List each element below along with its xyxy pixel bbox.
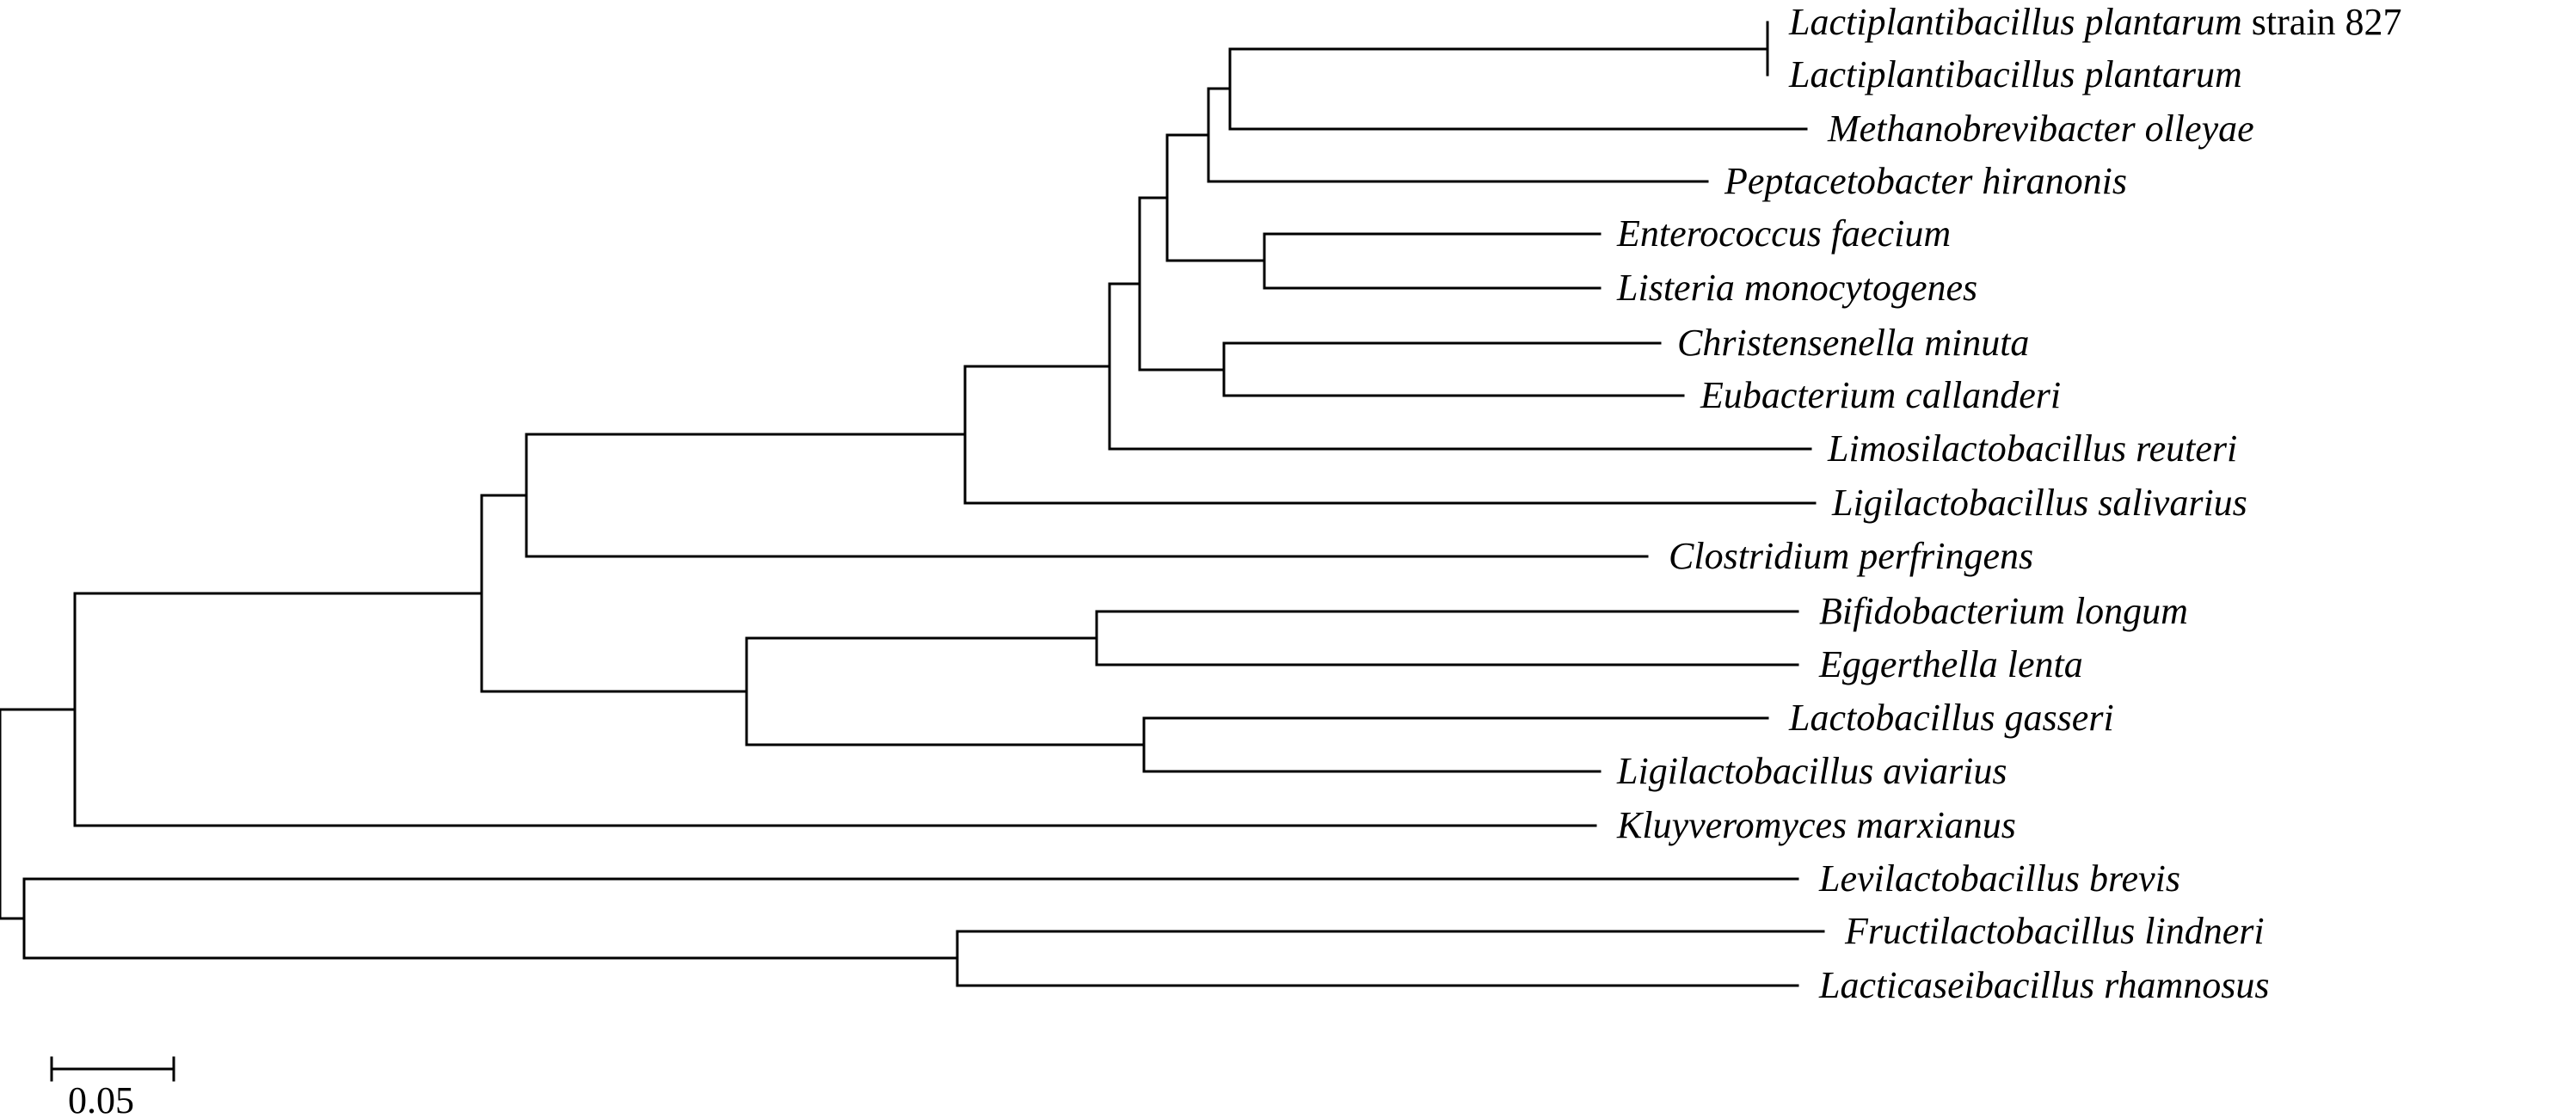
taxon-name: Clostridium perfringens (1669, 535, 2033, 577)
taxon-label-t14: Lactobacillus gasseri (1788, 697, 2114, 739)
taxon-name: Enterococcus faecium (1616, 212, 1951, 255)
taxon-label-t11: Clostridium perfringens (1669, 535, 2033, 577)
taxon-name: Limosilactobacillus reuteri (1827, 427, 2237, 470)
taxon-name: Ligilactobacillus salivarius (1831, 482, 2247, 524)
taxon-name: Lactobacillus gasseri (1788, 697, 2114, 739)
taxon-name: Christensenella minuta (1677, 322, 2029, 364)
taxon-label-t15: Ligilactobacillus aviarius (1616, 750, 2007, 792)
taxon-label-t2: Lactiplantibacillus plantarum (1788, 53, 2242, 95)
taxon-labels: Lactiplantibacillus plantarum strain 827… (1616, 1, 2402, 1006)
taxon-name: Lactiplantibacillus plantarum (1788, 53, 2242, 95)
scale-bar: 0.05 (50, 1056, 175, 1118)
tree-branches (0, 21, 1825, 987)
taxon-label-t12: Bifidobacterium longum (1819, 590, 2188, 632)
taxon-name: Methanobrevibacter olleyae (1827, 108, 2254, 150)
taxon-label-t4: Peptacetobacter hiranonis (1724, 160, 2127, 202)
taxon-label-t13: Eggerthella lenta (1818, 643, 2083, 685)
taxon-name: Lactiplantibacillus plantarum (1788, 1, 2242, 43)
taxon-label-t16: Kluyveromyces marxianus (1616, 804, 2016, 846)
taxon-name: Fructilactobacillus lindneri (1844, 910, 2265, 952)
taxon-label-t8: Eubacterium callanderi (1700, 374, 2061, 416)
taxon-label-t5: Enterococcus faecium (1616, 212, 1951, 255)
taxon-label-t17: Levilactobacillus brevis (1818, 857, 2180, 900)
taxon-name: Peptacetobacter hiranonis (1724, 160, 2127, 202)
taxon-label-t9: Limosilactobacillus reuteri (1827, 427, 2237, 470)
taxon-name: Eggerthella lenta (1818, 643, 2083, 685)
taxon-name: Kluyveromyces marxianus (1616, 804, 2016, 846)
taxon-name: Ligilactobacillus aviarius (1616, 750, 2007, 792)
taxon-label-t1: Lactiplantibacillus plantarum strain 827 (1788, 1, 2402, 43)
taxon-name: Lacticaseibacillus rhamnosus (1818, 964, 2270, 1006)
taxon-name: Eubacterium callanderi (1700, 374, 2061, 416)
taxon-name: Listeria monocytogenes (1616, 267, 1977, 309)
taxon-label-t19: Lacticaseibacillus rhamnosus (1818, 964, 2270, 1006)
taxon-name: Levilactobacillus brevis (1818, 857, 2180, 900)
taxon-strain-suffix: strain 827 (2242, 1, 2402, 43)
taxon-label-t6: Listeria monocytogenes (1616, 267, 1977, 309)
scale-bar-label: 0.05 (68, 1079, 134, 1118)
taxon-label-t18: Fructilactobacillus lindneri (1844, 910, 2265, 952)
taxon-label-t3: Methanobrevibacter olleyae (1827, 108, 2254, 150)
taxon-name: Bifidobacterium longum (1819, 590, 2188, 632)
taxon-label-t7: Christensenella minuta (1677, 322, 2029, 364)
taxon-label-t10: Ligilactobacillus salivarius (1831, 482, 2247, 524)
